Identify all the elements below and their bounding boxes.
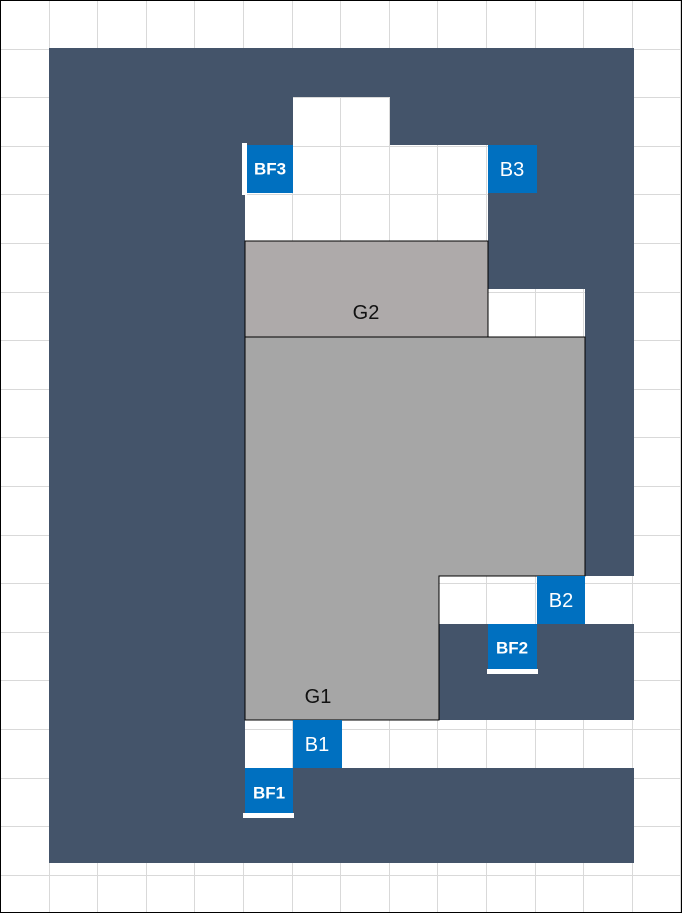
zone-g1-label: G1 [305,686,332,708]
marker-b3-box [488,145,537,193]
marker-bf2: BF2 [487,624,538,674]
zone-g2: G2 [244,240,489,338]
marker-bf3-box [245,145,293,193]
marker-bf1-bar [243,813,294,818]
marker-b1-box [293,720,342,768]
marker-b2-box [537,576,585,624]
right-open-area [488,289,585,337]
marker-b3: B3 [488,145,537,193]
marker-bf2-label: BF2 [496,639,528,658]
marker-b2-label: B2 [549,590,573,612]
marker-bf1-box [245,768,293,816]
marker-bf1: BF1 [243,768,294,818]
marker-bf3: BF3 [242,143,293,195]
marker-bf2-bar [487,669,538,674]
marker-bf2-box [488,624,537,672]
marker-b1: B1 [293,720,342,768]
marker-b3-label: B3 [500,159,524,181]
zone-g1-area [244,336,586,721]
marker-bf3-bar [242,143,247,195]
marker-b2: B2 [537,576,585,624]
zone-g1: G1 [244,336,586,721]
zone-g2-label: G2 [353,302,380,324]
zone-g2-area [244,240,489,338]
marker-bf3-label: BF3 [254,160,286,179]
marker-b1-label: B1 [305,734,329,756]
top-open-area [245,97,488,241]
marker-bf1-label: BF1 [253,784,285,803]
